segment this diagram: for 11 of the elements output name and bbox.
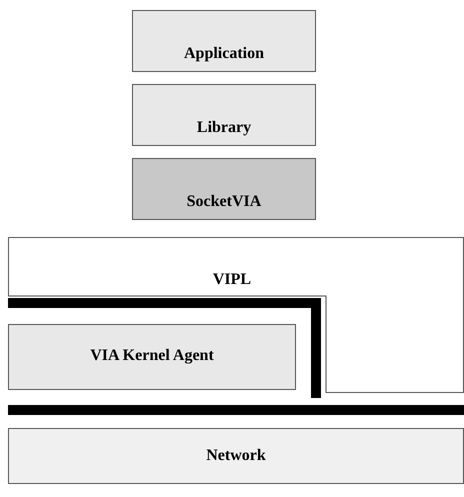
layer-box — [8, 324, 296, 390]
layer-label: Network — [206, 447, 266, 465]
layer-box — [132, 84, 316, 146]
layer-box — [132, 10, 316, 72]
layer-box — [8, 428, 464, 484]
layer-label: SocketVIA — [186, 193, 262, 211]
layer-label: Library — [196, 119, 252, 137]
layer-label: VIPL — [212, 271, 252, 289]
layer-label: VIA Kernel Agent — [90, 347, 214, 365]
layer-box — [132, 158, 316, 220]
layer-label: Application — [184, 45, 264, 63]
